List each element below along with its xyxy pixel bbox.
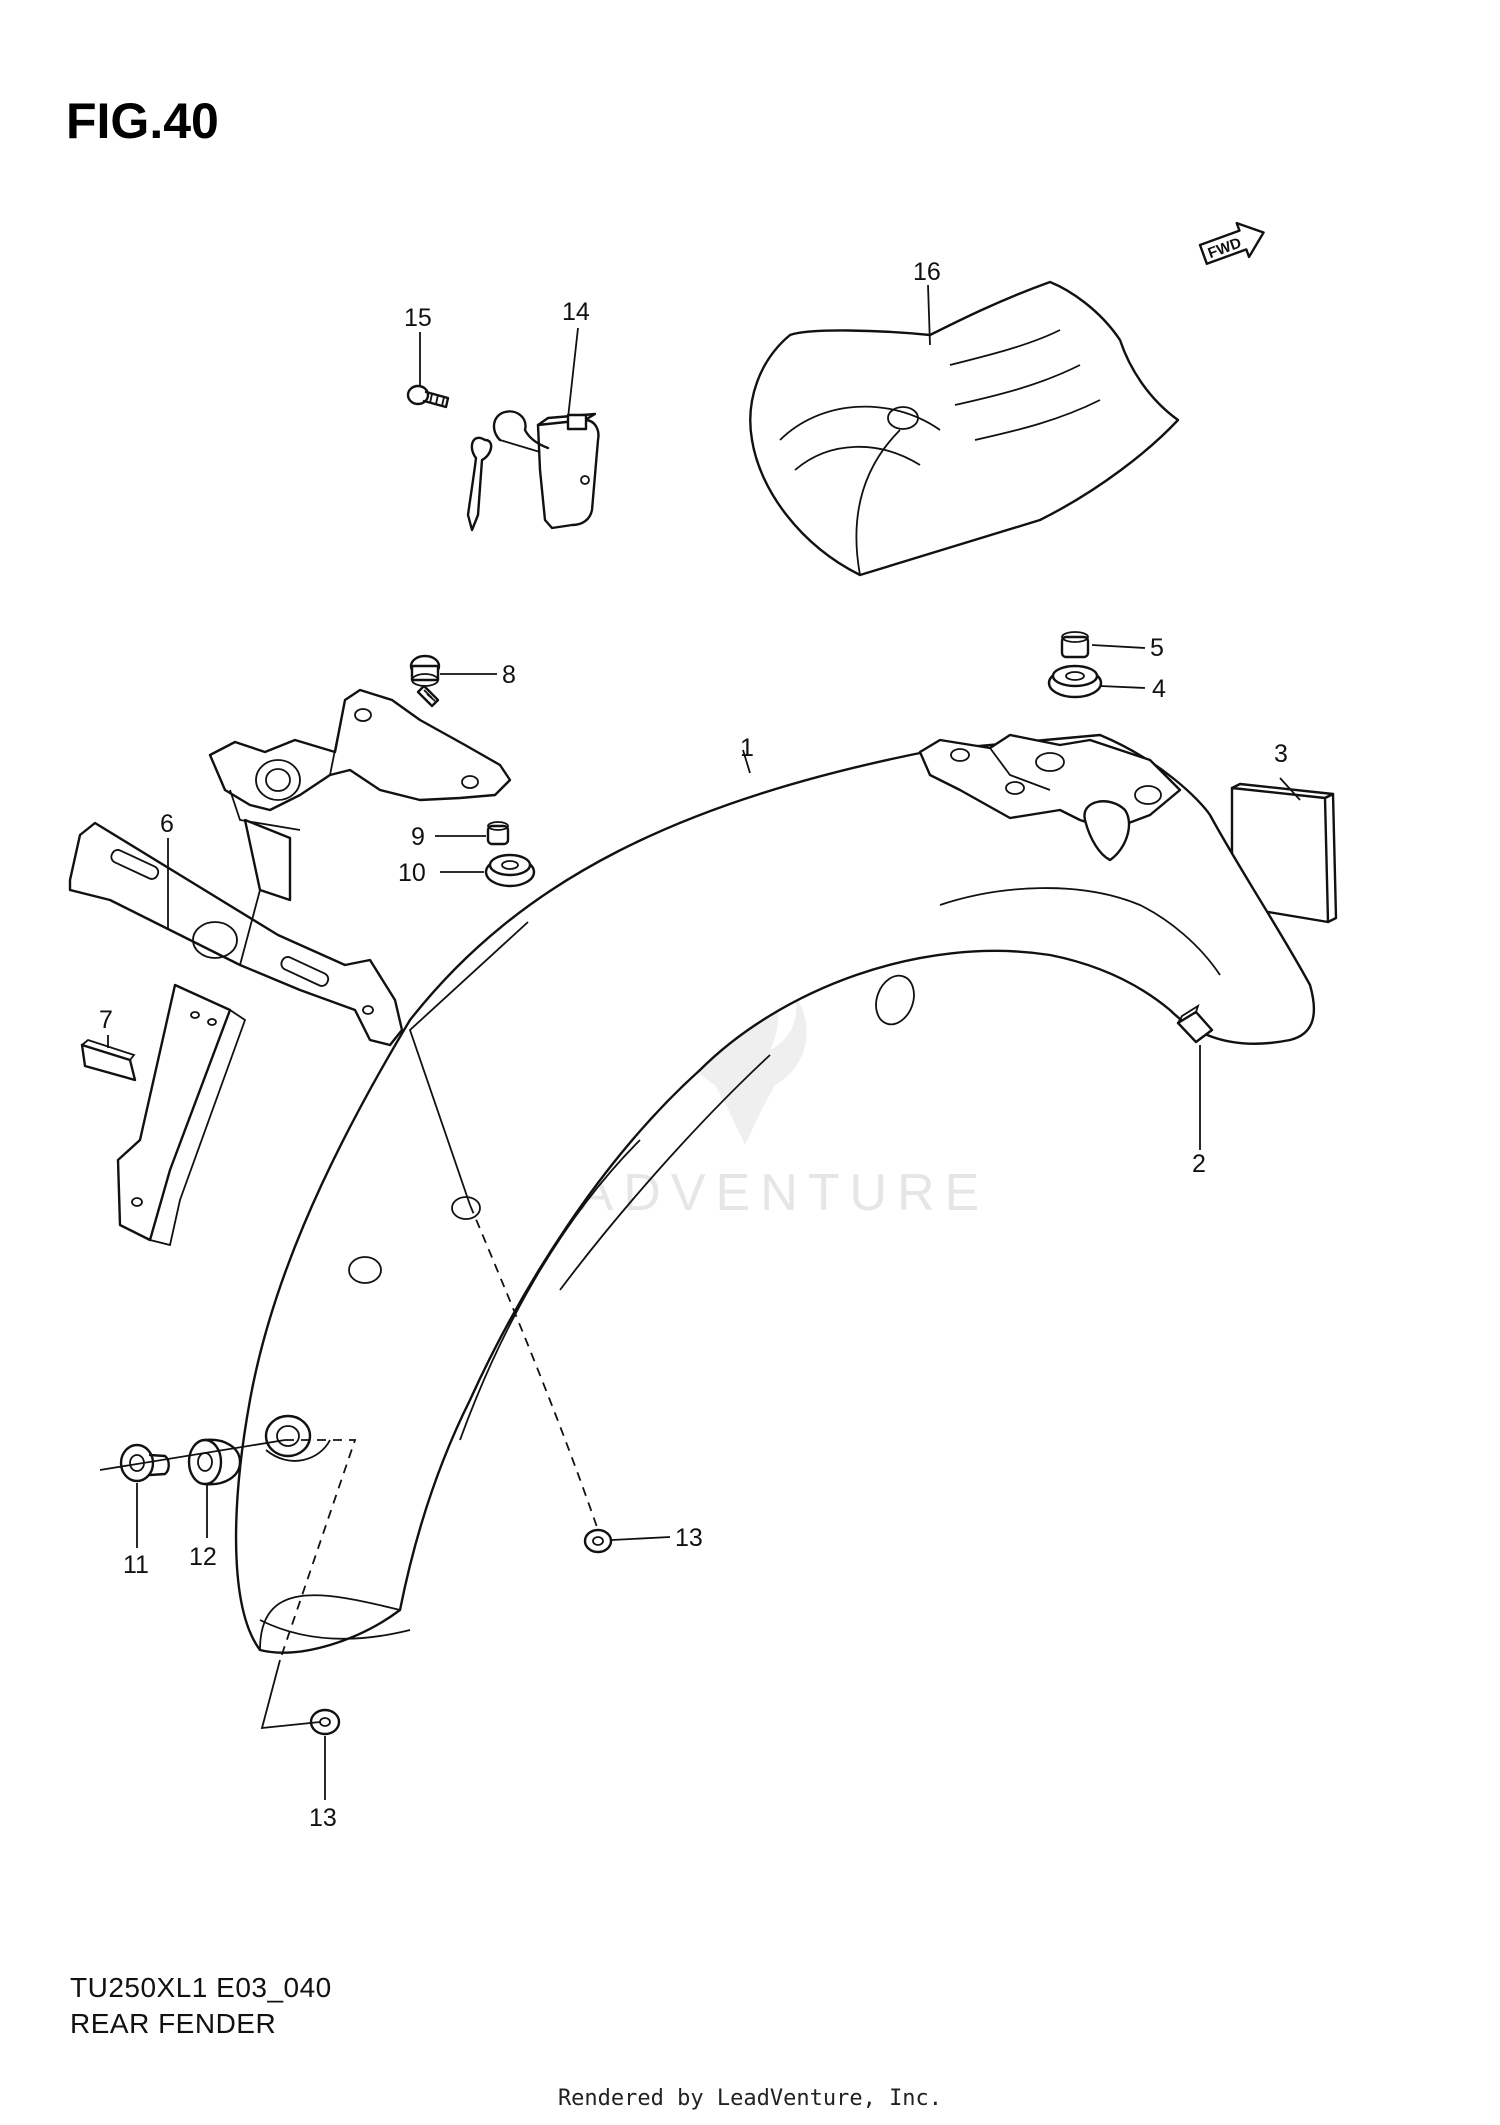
callout-7: 7 bbox=[99, 1006, 113, 1034]
part-12-cushion bbox=[187, 1438, 242, 1486]
callout-11: 11 bbox=[123, 1551, 149, 1579]
callout-5: 5 bbox=[1150, 634, 1164, 662]
callout-12: 12 bbox=[189, 1543, 217, 1571]
part-16-seat-cover bbox=[749, 280, 1180, 577]
part-2-stopper bbox=[1176, 1003, 1214, 1044]
forward-direction-arrow: FWD bbox=[1198, 221, 1265, 265]
v-logo-icon bbox=[700, 1050, 790, 1145]
callout-labels: 1 2 3 4 5 6 7 8 9 10 11 12 13 13 14 15 1… bbox=[99, 258, 1288, 1832]
callout-2: 2 bbox=[1192, 1150, 1206, 1178]
callout-1: 1 bbox=[740, 734, 754, 762]
part-13-nut-lower bbox=[309, 1708, 341, 1736]
callout-6: 6 bbox=[160, 810, 174, 838]
part-8-bolt bbox=[409, 654, 441, 708]
callout-16: 16 bbox=[913, 258, 941, 286]
part-4-cushion bbox=[1047, 664, 1103, 699]
render-credit: Rendered by LeadVenture, Inc. bbox=[557, 2086, 943, 2111]
part-5-collar bbox=[1060, 631, 1090, 659]
part-15-screw bbox=[406, 384, 450, 409]
part-7-block bbox=[80, 1038, 137, 1082]
callout-14: 14 bbox=[562, 298, 590, 326]
callout-leaders bbox=[107, 284, 1301, 1800]
figure-title: FIG.40 bbox=[66, 93, 219, 149]
callout-4: 4 bbox=[1152, 675, 1166, 703]
callout-13-lower: 13 bbox=[309, 1804, 337, 1832]
part-10-cushion bbox=[484, 853, 536, 888]
flame-logo-icon bbox=[683, 935, 807, 1140]
part-6-license-bracket bbox=[68, 818, 404, 1247]
fender-top-bracket bbox=[918, 733, 1182, 862]
part-14-seat-lock bbox=[466, 410, 600, 532]
callout-9: 9 bbox=[411, 823, 425, 851]
section-name: REAR FENDER bbox=[70, 2008, 277, 2039]
mounting-bracket bbox=[208, 688, 512, 831]
callout-8: 8 bbox=[502, 661, 516, 689]
part-13-nut-right bbox=[583, 1528, 613, 1554]
part-1-rear-fender bbox=[234, 733, 1316, 1654]
callout-10: 10 bbox=[398, 859, 426, 887]
model-code: TU250XL1 E03_040 bbox=[70, 1972, 332, 2003]
assembly-lines bbox=[99, 921, 599, 1730]
callout-15: 15 bbox=[404, 304, 432, 332]
part-11-grommet bbox=[119, 1443, 170, 1483]
callout-3: 3 bbox=[1274, 740, 1288, 768]
callout-13-right: 13 bbox=[675, 1524, 703, 1552]
part-9-collar bbox=[486, 821, 510, 846]
